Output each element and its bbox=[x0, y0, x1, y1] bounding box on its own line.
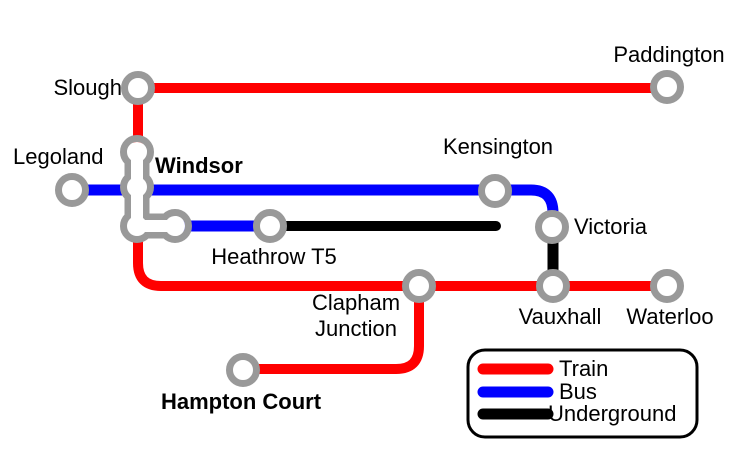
station-label-clapham-junction: Clapham Junction bbox=[311, 290, 401, 341]
legend-label-bus: Bus bbox=[559, 379, 597, 405]
station-label-heathrow-t5: Heathrow T5 bbox=[211, 244, 337, 270]
station-label-vauxhall: Vauxhall bbox=[518, 304, 602, 330]
station-circle-vauxhall bbox=[536, 269, 570, 303]
station-circle-heathrow-t5 bbox=[253, 209, 287, 243]
station-circle-paddington bbox=[650, 70, 684, 104]
station-label-slough: Slough bbox=[53, 75, 122, 101]
station-circle-legoland bbox=[55, 173, 89, 207]
train-line-clapham-hampton-court bbox=[246, 286, 424, 374]
station-circle-hampton-court bbox=[226, 353, 260, 387]
station-label-windsor: Windsor bbox=[155, 153, 243, 179]
station-circle-clapham-junction bbox=[402, 269, 436, 303]
station-label-paddington: Paddington bbox=[613, 42, 725, 68]
windsor-cluster-core bbox=[127, 142, 147, 162]
legend bbox=[466, 348, 699, 439]
windsor-cluster-core bbox=[127, 177, 147, 197]
station-label-kensington: Kensington bbox=[442, 134, 554, 160]
station-circle-slough bbox=[121, 71, 155, 105]
station-circle-waterloo bbox=[650, 269, 684, 303]
station-cluster-windsor bbox=[120, 135, 192, 243]
station-label-hampton-court: Hampton Court bbox=[160, 389, 322, 415]
station-label-waterloo: Waterloo bbox=[626, 304, 714, 330]
windsor-cluster-core bbox=[127, 216, 147, 236]
station-circle-kensington bbox=[478, 174, 512, 208]
legend-label-underground: Underground bbox=[548, 401, 677, 427]
windsor-cluster-core bbox=[165, 216, 185, 236]
station-label-victoria: Victoria bbox=[574, 214, 647, 240]
legend-label-train: Train bbox=[559, 356, 609, 382]
train-line-windsor-waterloo bbox=[133, 88, 667, 291]
station-label-legoland: Legoland bbox=[13, 144, 104, 170]
station-circle-victoria bbox=[535, 210, 569, 244]
